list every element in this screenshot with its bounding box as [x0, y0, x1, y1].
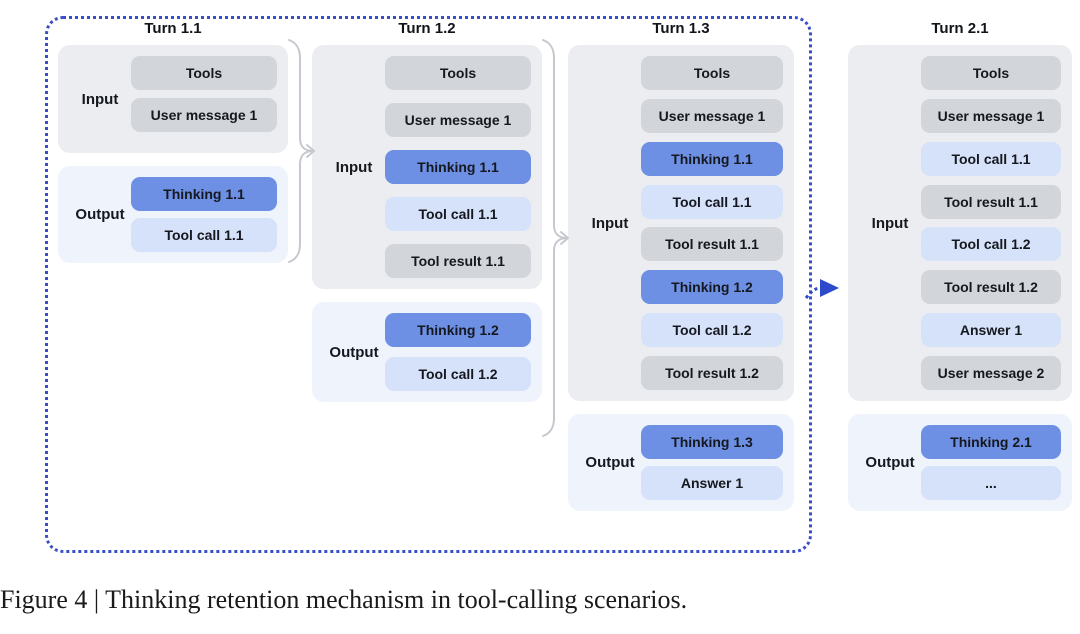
input-label: Input — [335, 158, 373, 176]
next-turn-arrow-icon — [804, 279, 839, 299]
turn-title: Turn 1.1 — [144, 20, 202, 37]
message-box-thinking-2.1: Thinking 2.1 — [921, 425, 1061, 459]
message-box-tool-result-1.2: Tool result 1.2 — [641, 355, 783, 390]
message-box-thinking-1.1: Thinking 1.1 — [385, 150, 531, 184]
output-panel: Output Thinking 2.1... — [848, 414, 1072, 511]
message-box-user-message-1: User message 1 — [385, 103, 531, 137]
message-box-user-message-1: User message 1 — [131, 98, 277, 132]
message-box-user-message-1: User message 1 — [641, 98, 783, 133]
output-label: Output — [585, 454, 635, 471]
message-box-tools: Tools — [385, 56, 531, 90]
message-box-tool-call-1.2: Tool call 1.2 — [641, 313, 783, 348]
message-box-thinking-1.1: Thinking 1.1 — [131, 177, 277, 211]
input-label: Input — [591, 214, 629, 232]
message-box-thinking-1.2: Thinking 1.2 — [641, 270, 783, 305]
turn-title: Turn 2.1 — [931, 20, 989, 37]
carry-over-brace-arrow-1 — [288, 39, 315, 263]
message-box-user-message-2: User message 2 — [921, 355, 1061, 390]
message-box-answer-1: Answer 1 — [921, 313, 1061, 348]
turn-title: Turn 1.2 — [398, 20, 456, 37]
message-box-tool-result-1.1: Tool result 1.1 — [641, 227, 783, 262]
retention-window-frame — [45, 16, 812, 553]
message-box-tool-result-1.1: Tool result 1.1 — [921, 184, 1061, 219]
message-box-...: ... — [921, 466, 1061, 500]
input-label: Input — [81, 90, 119, 108]
message-box-tools: Tools — [921, 56, 1061, 90]
carry-over-brace-arrow-2 — [542, 39, 569, 437]
message-box-tool-result-1.1: Tool result 1.1 — [385, 244, 531, 278]
message-box-tool-call-1.2: Tool call 1.2 — [921, 227, 1061, 262]
message-box-tool-call-1.1: Tool call 1.1 — [385, 197, 531, 231]
message-box-tools: Tools — [641, 56, 783, 90]
message-box-tool-call-1.1: Tool call 1.1 — [921, 141, 1061, 176]
turn-title: Turn 1.3 — [652, 20, 710, 37]
message-box-tool-call-1.2: Tool call 1.2 — [385, 357, 531, 391]
message-box-tool-result-1.2: Tool result 1.2 — [921, 270, 1061, 305]
input-label: Input — [871, 214, 909, 232]
message-box-tool-call-1.1: Tool call 1.1 — [641, 184, 783, 219]
output-boxes: Thinking 2.1... — [921, 425, 1061, 500]
message-box-answer-1: Answer 1 — [641, 466, 783, 500]
output-label: Output — [865, 454, 915, 471]
message-box-thinking-1.2: Thinking 1.2 — [385, 313, 531, 347]
message-box-tools: Tools — [131, 56, 277, 90]
output-label: Output — [75, 206, 125, 223]
output-label: Output — [329, 343, 379, 361]
message-box-user-message-1: User message 1 — [921, 98, 1061, 133]
message-box-thinking-1.3: Thinking 1.3 — [641, 425, 783, 459]
message-box-thinking-1.1: Thinking 1.1 — [641, 141, 783, 176]
message-box-tool-call-1.1: Tool call 1.1 — [131, 218, 277, 252]
figure-caption: Figure 4 | Thinking retention mechanism … — [0, 585, 688, 614]
